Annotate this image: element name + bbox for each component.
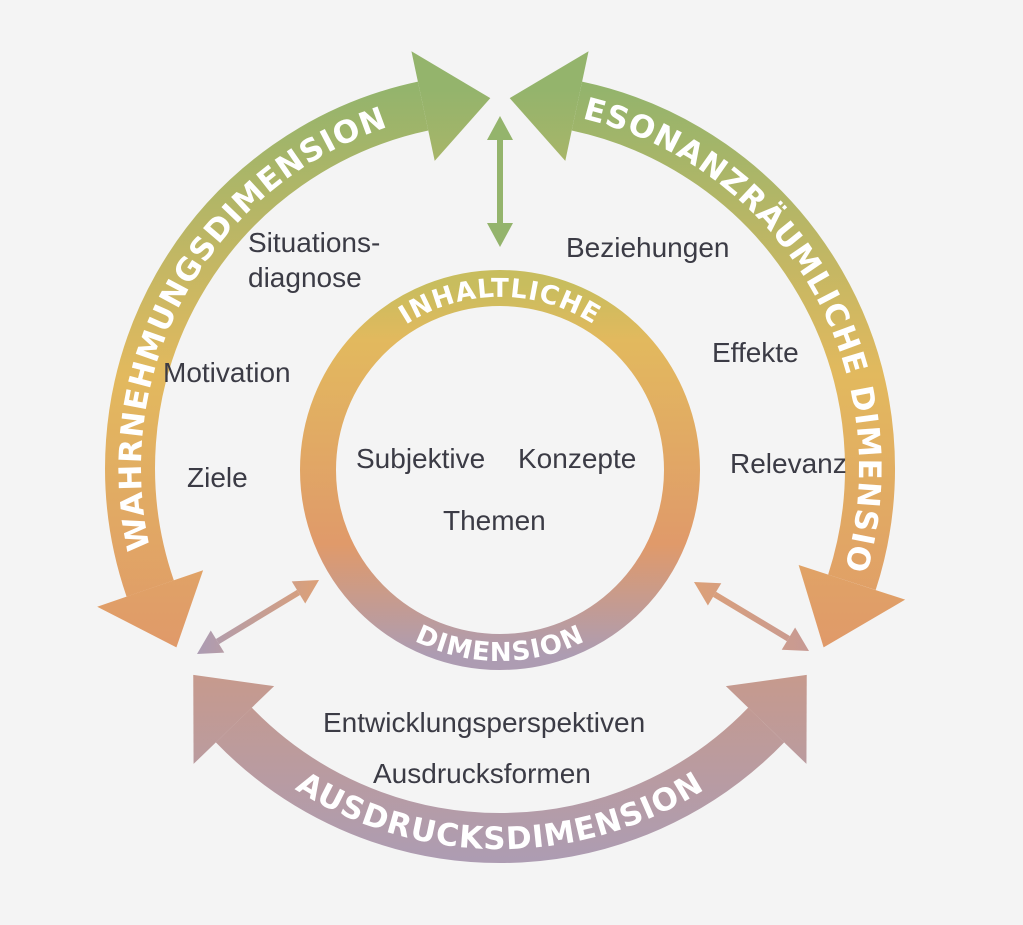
label-relevanz: Relevanz xyxy=(730,448,847,479)
right-double-arrow-head-end xyxy=(781,627,809,651)
right-arc-arrow-arrowhead-start xyxy=(509,51,589,161)
connector-arrows xyxy=(197,116,809,654)
label-situations: Situations- xyxy=(248,227,380,258)
label-themen: Themen xyxy=(443,505,546,536)
inner-ring xyxy=(300,270,700,670)
right-double-arrow-shaft xyxy=(713,591,790,642)
left-double-arrow-shaft xyxy=(215,589,301,645)
left-arc-arrow-body xyxy=(105,81,429,597)
label-konzepte: Konzepte xyxy=(518,443,636,474)
label-effekte: Effekte xyxy=(712,337,799,368)
left-arc-arrow-arrowhead-end xyxy=(411,51,491,161)
left-double-arrow-head-start xyxy=(197,630,225,654)
bottom-arc-arrow-arrowhead-start xyxy=(193,674,275,764)
top-double-arrow-head-start xyxy=(487,116,513,140)
right-double-arrow-head-start xyxy=(694,582,722,606)
label-ausdrucksformen: Ausdrucksformen xyxy=(373,758,591,789)
label-motivation: Motivation xyxy=(163,357,291,388)
label-subjektive: Subjektive xyxy=(356,443,485,474)
label-diagnose: diagnose xyxy=(248,262,362,293)
top-double-arrow-head-end xyxy=(487,223,513,247)
label-ziele: Ziele xyxy=(187,462,248,493)
outer-arrows xyxy=(97,51,906,864)
bottom-arc-arrow-arrowhead-end xyxy=(725,674,807,764)
label-beziehungen: Beziehungen xyxy=(566,232,729,263)
bottom-arc-arrow-body xyxy=(215,707,785,864)
label-entwicklungsperspektiven: Entwicklungsperspektiven xyxy=(323,707,645,738)
inner-bottom-label: DIMENSION xyxy=(411,620,589,668)
left-double-arrow-head-end xyxy=(291,580,319,604)
right-arc-arrow-arrowhead-end xyxy=(798,565,906,648)
left-arc-arrow-arrowhead-start xyxy=(97,570,204,648)
right-arc-arrow-body xyxy=(571,81,895,591)
